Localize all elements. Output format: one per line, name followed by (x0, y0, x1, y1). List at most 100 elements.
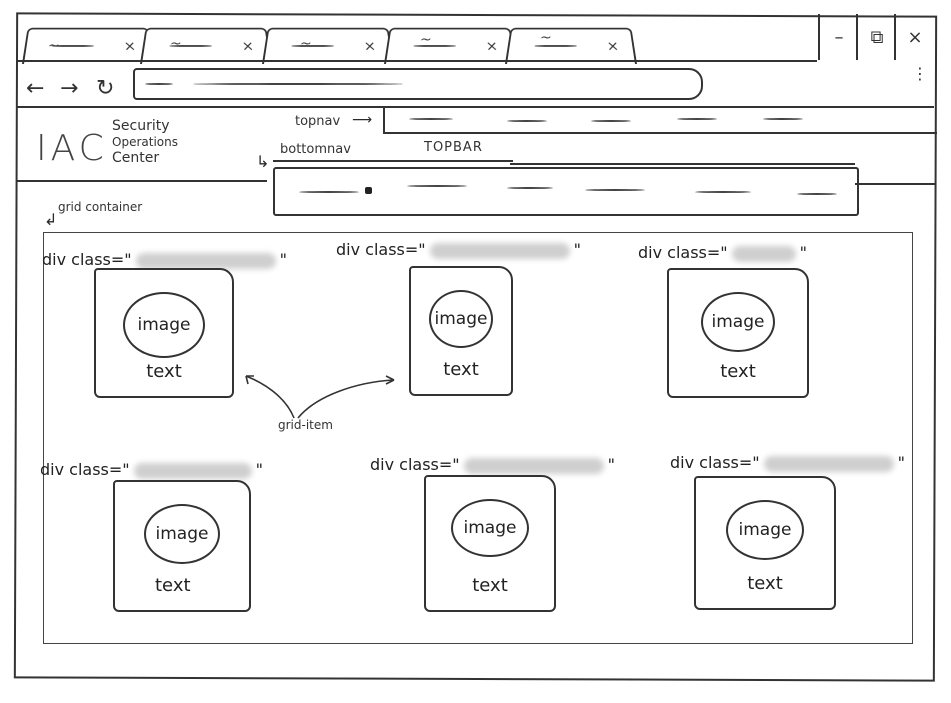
bottomnav-link[interactable] (507, 187, 553, 189)
browser-tab[interactable]: × (384, 27, 516, 64)
url-placeholder (193, 83, 403, 85)
grid-item-class-label: div class=" " (40, 460, 263, 479)
topbar-edge (510, 163, 855, 165)
class-label-text: div class=" (638, 243, 728, 262)
tab-close-icon[interactable]: × (123, 37, 137, 55)
class-label-text: div class=" (42, 250, 132, 269)
tab-title: ~ (420, 32, 432, 48)
close-window-button[interactable]: × (894, 14, 934, 60)
restore-button[interactable]: ⧉ (856, 14, 896, 60)
address-row-divider (17, 106, 934, 108)
image-placeholder: image (429, 290, 493, 348)
annotation-grid-container: grid container (58, 200, 143, 214)
topnav-link[interactable] (409, 118, 453, 120)
grid-item-text: text (720, 361, 756, 382)
annotation-arrows (245, 375, 395, 419)
header-divider (855, 183, 935, 185)
grid-item[interactable]: image text (409, 266, 513, 396)
tab-close-icon[interactable]: × (241, 37, 255, 55)
dropdown-indicator-icon (365, 187, 372, 194)
browser-menu-icon[interactable]: ⋮ (912, 64, 928, 83)
redacted-class-name (133, 462, 252, 479)
redacted-class-name (135, 252, 276, 269)
image-placeholder: image (123, 292, 205, 358)
grid-item-class-label: div class=" " (336, 240, 581, 259)
back-arrow-icon[interactable]: ← (26, 76, 45, 101)
topnav-link[interactable] (677, 118, 717, 120)
logo-subtitle-line: Operations (112, 135, 178, 149)
grid-item[interactable]: image text (113, 480, 251, 612)
grid-item-text: text (155, 575, 191, 596)
annotation-arrow-right (297, 379, 395, 419)
bottomnav-link[interactable] (797, 193, 837, 195)
grid-item-class-label: div class=" " (42, 250, 287, 269)
topbar-edge (273, 160, 513, 162)
grid-item-text: text (146, 361, 182, 382)
class-label-quote: " (607, 455, 615, 474)
tab-title: ~ (540, 30, 552, 46)
grid-item-class-label: div class=" " (370, 455, 615, 474)
class-label-quote: " (799, 243, 807, 262)
image-placeholder: image (726, 500, 804, 560)
tab-title: ~ (300, 36, 312, 52)
grid-item-class-label: div class="" (670, 453, 905, 472)
class-label-quote: " (255, 460, 263, 479)
image-placeholder: image (144, 504, 220, 564)
minimize-button[interactable]: – (818, 14, 858, 60)
class-label-text: div class=" (336, 240, 426, 259)
redacted-class-name (429, 242, 570, 259)
annotation-bottomnav: bottomnav (280, 142, 351, 157)
topnav-link[interactable] (507, 120, 547, 122)
bottomnav-link[interactable] (299, 191, 359, 193)
grid-item-text: text (472, 575, 508, 596)
address-bar[interactable] (133, 68, 703, 100)
logo-subtitle-line: Center (112, 150, 160, 166)
redacted-class-name (731, 245, 796, 262)
logo: IAC (36, 128, 108, 169)
grid-container (43, 232, 913, 644)
grid-item-class-label: div class=" " (638, 243, 807, 262)
browser-tab[interactable]: × (505, 27, 637, 64)
annotation-curved-arrow-icon: ↳ (256, 152, 270, 171)
bottomnav-link[interactable] (695, 191, 751, 193)
header-divider (17, 180, 267, 182)
topnav (383, 108, 937, 134)
annotation-topnav: topnav (295, 114, 341, 129)
grid-item-text: text (747, 573, 783, 594)
tab-close-icon[interactable]: × (485, 37, 499, 55)
topnav-link[interactable] (591, 120, 631, 122)
class-label-quote: " (573, 240, 581, 259)
url-placeholder (145, 83, 173, 85)
tab-title-placeholder (291, 45, 334, 47)
class-label-text: div class=" (40, 460, 130, 479)
browser-tab[interactable]: × (140, 27, 272, 64)
reload-icon[interactable]: ↻ (96, 76, 115, 101)
annotation-arrow-icon: ⟶ (352, 112, 373, 128)
class-label-quote: " (279, 250, 287, 269)
logo-subtitle: Security Operations Center (112, 118, 178, 166)
grid-item[interactable]: image text (424, 475, 556, 612)
annotation-arrowhead-left (245, 375, 254, 385)
tab-close-icon[interactable]: × (606, 37, 620, 55)
redacted-class-name (763, 455, 894, 472)
tab-close-icon[interactable]: × (363, 37, 377, 55)
tab-title: ~ (48, 38, 60, 54)
class-label-text: div class=" (670, 453, 760, 472)
grid-item-text: text (443, 359, 479, 380)
redacted-class-name (463, 457, 604, 474)
browser-tab[interactable]: × (22, 27, 154, 64)
forward-arrow-icon[interactable]: → (60, 76, 79, 101)
grid-item[interactable]: image text (694, 476, 836, 610)
grid-item[interactable]: image text (667, 268, 809, 398)
topnav-link[interactable] (763, 118, 803, 120)
tab-title: ~ (170, 36, 182, 52)
bottomnav (273, 167, 859, 216)
tab-strip-divider (17, 60, 817, 62)
annotation-arrowhead-right (385, 375, 395, 385)
class-label-text: div class=" (370, 455, 460, 474)
annotation-grid-item: grid-item (278, 418, 333, 432)
bottomnav-link[interactable] (407, 185, 467, 187)
bottomnav-link[interactable] (585, 189, 645, 191)
browser-tab[interactable]: × (262, 27, 394, 64)
grid-item[interactable]: image text (94, 268, 234, 398)
